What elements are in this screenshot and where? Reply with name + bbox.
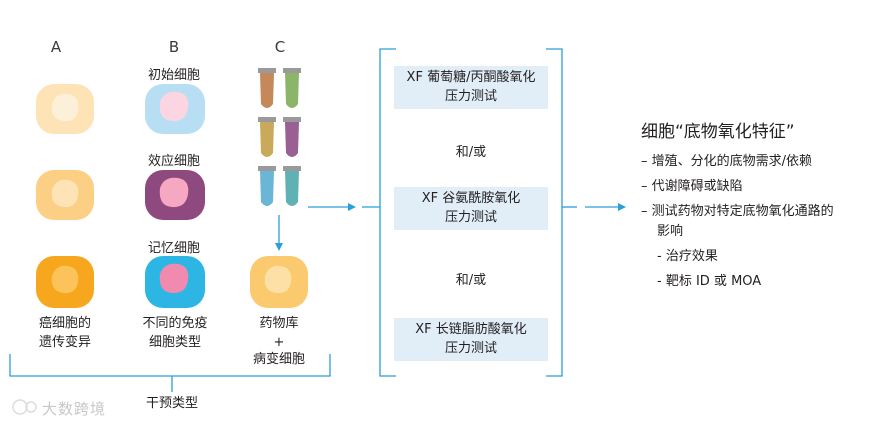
column-a-header: A <box>50 38 62 56</box>
intervention-bracket <box>9 354 331 392</box>
assay-long-chain-fatty-acid: XF 长链脂肪酸氧化 压力测试 <box>394 318 548 361</box>
watermark-logo-icon <box>12 399 37 415</box>
tube-purple-icon <box>283 117 301 157</box>
tube-green-icon <box>283 68 301 108</box>
column-c-label-line3: 病变细胞 <box>252 352 305 367</box>
result-bullet-3-cont: 影响 <box>657 224 684 239</box>
column-c-header: C <box>274 38 286 56</box>
result-bullet-2: – 代谢障碍或缺陷 <box>641 179 743 194</box>
tube-blue-icon <box>258 166 276 206</box>
tube-gold-icon <box>258 117 276 157</box>
assay-glucose-pyruvate: XF 葡萄糖/丙酮酸氧化 压力测试 <box>394 66 548 109</box>
cancer-cell-2-icon <box>36 170 94 220</box>
cancer-cell-3-icon <box>36 256 94 308</box>
effector-cell-label: 效应细胞 <box>147 154 200 169</box>
intervention-type-label: 干预类型 <box>145 396 198 411</box>
assay-glutamine-line1: XF 谷氨酰胺氧化 <box>421 191 521 206</box>
memory-cell-icon <box>145 256 205 308</box>
result-title: 细胞“底物氧化特征” <box>641 122 795 142</box>
result-bullet-3: – 测试药物对特定底物氧化通路的 <box>641 204 834 219</box>
naive-cell-label: 初始细胞 <box>147 68 200 83</box>
tube-teal-icon <box>283 166 301 206</box>
memory-cell-label: 记忆细胞 <box>147 241 200 256</box>
assay-glucose-pyruvate-line2: 压力测试 <box>444 89 497 104</box>
column-b-header: B <box>168 38 180 56</box>
and-or-label-1: 和/或 <box>455 145 487 160</box>
assay-glutamine-line2: 压力测试 <box>444 210 497 225</box>
assay-bracket <box>379 48 563 377</box>
drug-library-cell-icon <box>250 256 308 308</box>
effector-cell-icon <box>145 170 205 220</box>
column-b-label-line2: 细胞类型 <box>148 335 201 350</box>
column-b-label-line1: 不同的免疫 <box>142 316 208 331</box>
result-bullet-1: – 增殖、分化的底物需求/依赖 <box>641 154 813 169</box>
down-arrow-icon <box>275 215 283 251</box>
result-sub-bullet-2: - 靶标 ID 或 MOA <box>657 274 762 289</box>
cancer-cell-1-icon <box>36 84 94 134</box>
assay-glucose-pyruvate-line1: XF 葡萄糖/丙酮酸氧化 <box>406 70 536 85</box>
arrow-to-result-icon <box>562 203 626 211</box>
assay-lcfa-line2: 压力测试 <box>444 341 497 356</box>
assay-lcfa-line1: XF 长链脂肪酸氧化 <box>415 322 527 337</box>
column-a-label-line1: 癌细胞的 <box>38 316 91 331</box>
arrow-to-assays-icon <box>308 203 380 211</box>
naive-cell-icon <box>145 84 205 134</box>
column-a-label-line2: 遗传变异 <box>38 335 91 350</box>
and-or-label-2: 和/或 <box>455 273 487 288</box>
result-sub-bullet-1: - 治疗效果 <box>657 249 718 264</box>
tube-brown-icon <box>258 68 276 108</box>
column-c-label-line1: 药物库 <box>259 316 299 331</box>
column-c-label-line2: + <box>273 335 285 350</box>
watermark-text: 大数跨境 <box>42 400 107 418</box>
assay-glutamine: XF 谷氨酰胺氧化 压力测试 <box>394 187 548 230</box>
